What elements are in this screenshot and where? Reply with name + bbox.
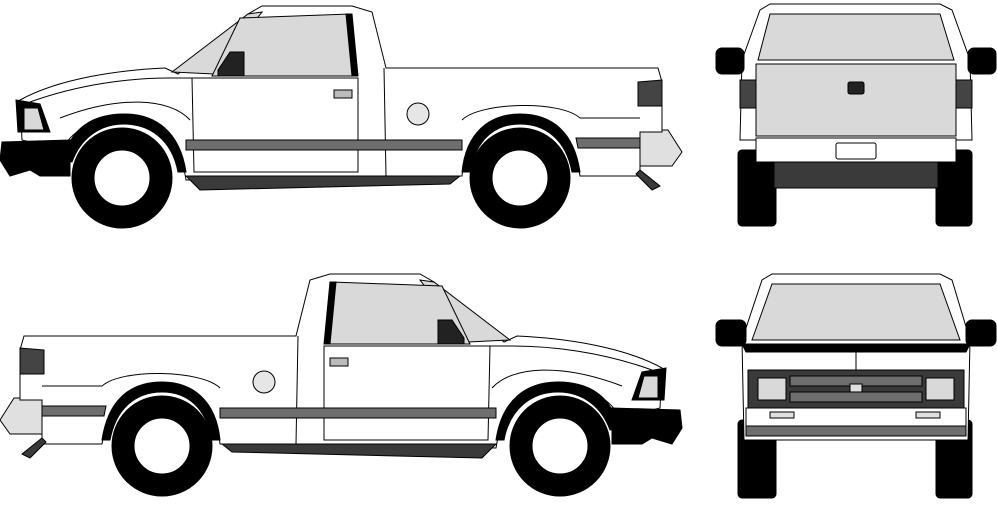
rear-undercarriage <box>773 159 939 189</box>
front-left-mirror <box>715 319 747 347</box>
right-turn-signal <box>915 411 941 419</box>
rear-view <box>715 3 997 227</box>
front-view <box>715 273 997 499</box>
rear-left-taillight <box>739 79 757 109</box>
rear-right-taillight <box>955 79 973 109</box>
front-right-mirror <box>965 319 997 347</box>
grille-bar-bottom <box>789 391 923 403</box>
right-headlight <box>925 377 955 401</box>
front-air-dam <box>745 425 967 437</box>
windshield-front <box>751 283 961 341</box>
left-turn-signal <box>769 411 795 419</box>
tailgate <box>755 63 957 137</box>
tailgate-handle <box>847 81 865 95</box>
license-plate <box>835 142 877 160</box>
left-headlight <box>757 377 787 401</box>
hood-edge <box>741 343 971 353</box>
rear-window <box>757 13 955 61</box>
side-view-left <box>0 5 683 229</box>
side-view-right <box>0 273 683 497</box>
bowtie-emblem <box>849 383 863 393</box>
rear-right-mirror <box>967 47 997 75</box>
rear-left-mirror <box>715 47 745 75</box>
